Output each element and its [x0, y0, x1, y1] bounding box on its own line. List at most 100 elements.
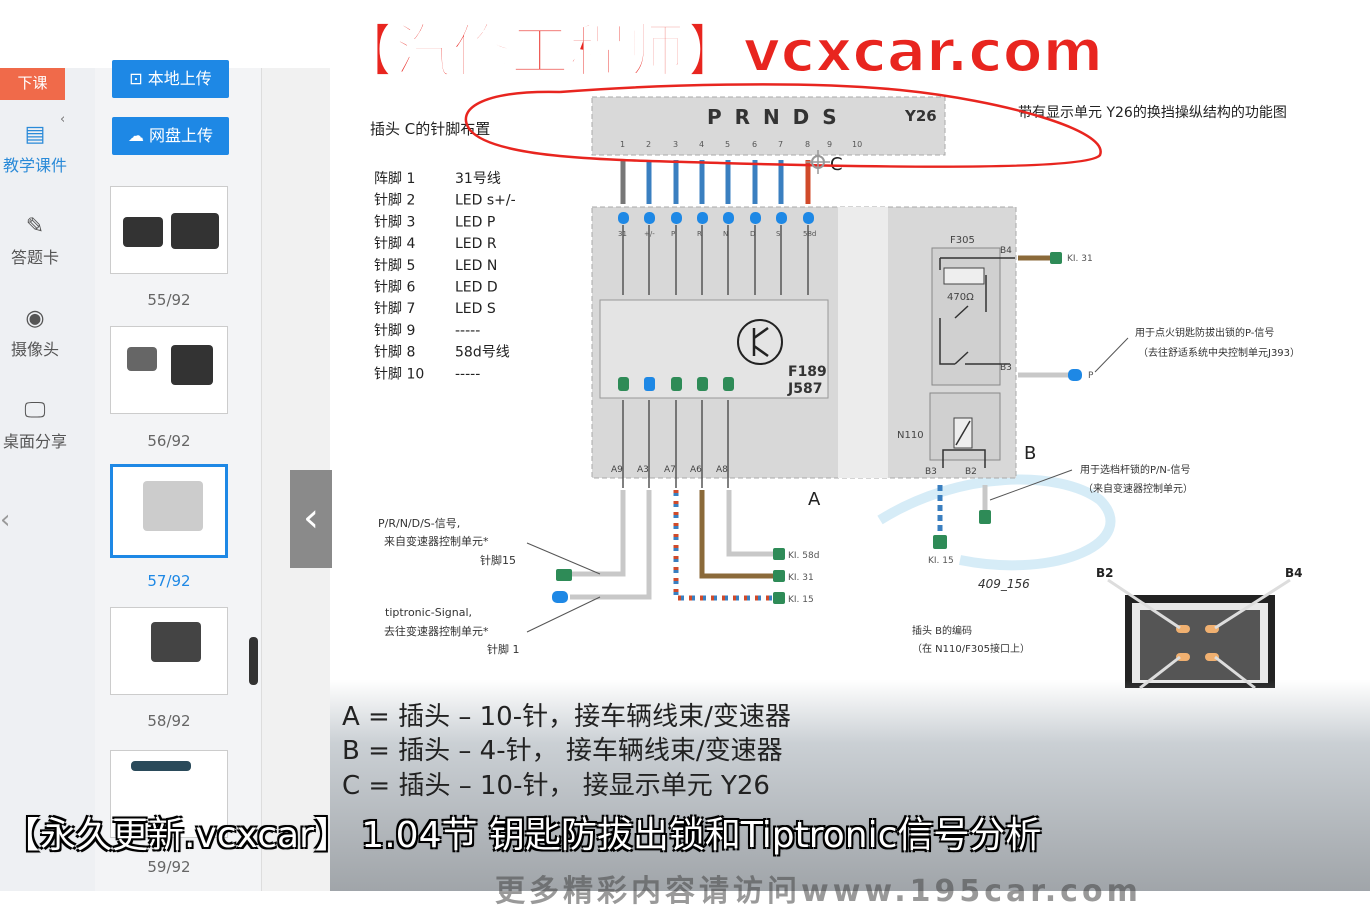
legend-b: B = 插头 – 4-针， 接车辆线束/变速器	[342, 736, 783, 766]
module-connector	[697, 377, 708, 391]
collapse-chevron-icon[interactable]: ‹	[60, 112, 66, 127]
transistor-icon	[737, 319, 783, 365]
a-pin-label: A7	[664, 465, 676, 475]
pin-number: 针脚 2	[374, 193, 415, 209]
led-label: 58d	[803, 230, 816, 238]
screen-share-icon: 🖵	[24, 398, 46, 423]
y26-display-box	[591, 96, 946, 156]
f305-b3-label: B3	[1000, 363, 1012, 373]
resistor-value: 470Ω	[947, 292, 974, 303]
nav-camera[interactable]: ◉摄像头	[0, 306, 70, 360]
led-icon	[723, 212, 734, 224]
f305-label: F305	[950, 235, 975, 246]
slide-thumbnail-59[interactable]	[110, 750, 228, 838]
plug-b-drawing: B2 B4	[1096, 566, 1303, 690]
figure-id: 409_156	[978, 577, 1030, 591]
y26-pin-number: 9	[827, 140, 832, 149]
led-icon	[803, 212, 814, 224]
led-label: D	[750, 230, 755, 238]
led-label: +/-	[644, 230, 655, 238]
terminal-kl31: KI. 31	[788, 573, 814, 583]
note-tiptronic-2: 去往变速器控制单元*	[384, 624, 489, 638]
slide-thumbnail-57[interactable]	[110, 464, 228, 558]
left-nav	[0, 68, 95, 891]
led-icon	[697, 212, 708, 224]
plug-b-pin-b4: B4	[1285, 566, 1303, 580]
connector-blue	[552, 591, 568, 603]
module-connector	[723, 377, 734, 391]
legend-c: C = 插头 – 10-针， 接显示单元 Y26	[342, 771, 770, 801]
thumbnail-label: 59/92	[147, 858, 191, 876]
y26-label: Y26	[904, 107, 937, 125]
nav-screen-share[interactable]: 🖵桌面分享	[0, 398, 70, 452]
y26-pin-number: 4	[699, 140, 704, 149]
courseware-icon: ▤	[24, 122, 46, 147]
note-tiptronic-3: 针脚 1	[487, 642, 520, 656]
slide-thumbnail-56[interactable]	[110, 326, 228, 414]
terminal-kl15-b3: KI. 15	[928, 556, 954, 566]
note-pn-signal-2: （来自变速器控制单元）	[1083, 482, 1193, 495]
terminal-p: P	[1088, 371, 1094, 381]
red-annotation-circle	[464, 83, 1102, 168]
cloud-upload-label: 网盘上传	[149, 126, 214, 145]
cursor-icon	[806, 150, 830, 174]
slide-thumbnail-55[interactable]	[110, 186, 228, 274]
pin-number: 针脚 10	[374, 366, 424, 382]
box-divider	[838, 207, 888, 478]
n110-label: N110	[897, 430, 924, 441]
module-f189-j587	[599, 299, 829, 399]
led-label: R	[697, 230, 702, 238]
footer-url: 更多精彩内容请访问www.195car.com	[495, 874, 1142, 909]
led-label: S	[776, 230, 781, 238]
previous-slide-button[interactable]: ‹	[290, 470, 332, 568]
pin-description: -----	[455, 366, 480, 382]
plug-b-pin-b2: B2	[1096, 566, 1114, 580]
local-upload-button[interactable]: ⊡ 本地上传	[112, 60, 229, 98]
pin-description: LED P	[455, 214, 495, 230]
top-bar	[0, 0, 1370, 68]
module-name-f189: F189	[788, 364, 827, 380]
pin-description: LED D	[455, 280, 498, 296]
video-subtitle: 【永久更新.vcxcar】 1.04节 钥匙防拔出锁和Tiptronic信号分析	[4, 815, 1042, 856]
note-prnds-3: 针脚15	[480, 553, 516, 567]
pin-description: 31号线	[455, 171, 501, 187]
thumbnail-scrollbar[interactable]	[249, 637, 258, 685]
pin-number: 针脚 3	[374, 214, 415, 230]
slide-thumbnail-58[interactable]	[110, 607, 228, 695]
connector-green	[556, 569, 572, 581]
cloud-upload-button[interactable]: ☁ 网盘上传	[112, 117, 229, 155]
nav-label: 摄像头	[10, 340, 59, 359]
slide-title: 带有显示单元 Y26的换挡操纵结构的功能图	[1018, 104, 1287, 121]
legend-a: A = 插头 – 10-针，接车辆线束/变速器	[342, 702, 791, 732]
thumbnail-label: 57/92	[147, 572, 191, 590]
chevron-left-icon: ‹	[303, 495, 319, 541]
terminal-kl31-b4: KI. 31	[1067, 254, 1093, 264]
pin-description: 58d号线	[455, 345, 510, 361]
y26-pin-number: 6	[752, 140, 757, 149]
y26-pin-number: 2	[646, 140, 651, 149]
a-pin-label: A3	[637, 465, 649, 475]
led-label: P	[671, 230, 675, 238]
nav-answer-card[interactable]: ✎答题卡	[0, 214, 70, 268]
expand-chevron-icon[interactable]: ‹	[0, 505, 11, 535]
pin-number: 针脚 6	[374, 280, 415, 296]
y26-pin-number: 8	[805, 140, 810, 149]
pin-number: 针脚 9	[374, 323, 415, 339]
a-pin-label: A9	[611, 465, 623, 475]
y26-pin-number: 5	[725, 140, 730, 149]
pin-number: 针脚 8	[374, 345, 415, 361]
led-icon	[776, 212, 787, 224]
pin-description: LED R	[455, 236, 497, 252]
thumbnail-label: 56/92	[147, 432, 191, 450]
nav-courseware[interactable]: ▤教学课件	[0, 122, 70, 176]
note-prnds-1: P/R/N/D/S-信号,	[378, 517, 460, 530]
led-icon	[644, 212, 655, 224]
led-label: N	[723, 230, 728, 238]
connector-a-label: A	[808, 489, 821, 510]
terminal-kl58d: KI. 58d	[788, 551, 819, 561]
end-class-button[interactable]: 下课	[0, 68, 65, 100]
pin-heading: 插头 C的针脚布置	[370, 120, 490, 138]
y26-pin-number: 1	[620, 140, 625, 149]
y26-pin-number: 10	[852, 140, 862, 149]
upload-icon: ⊡	[129, 69, 148, 88]
